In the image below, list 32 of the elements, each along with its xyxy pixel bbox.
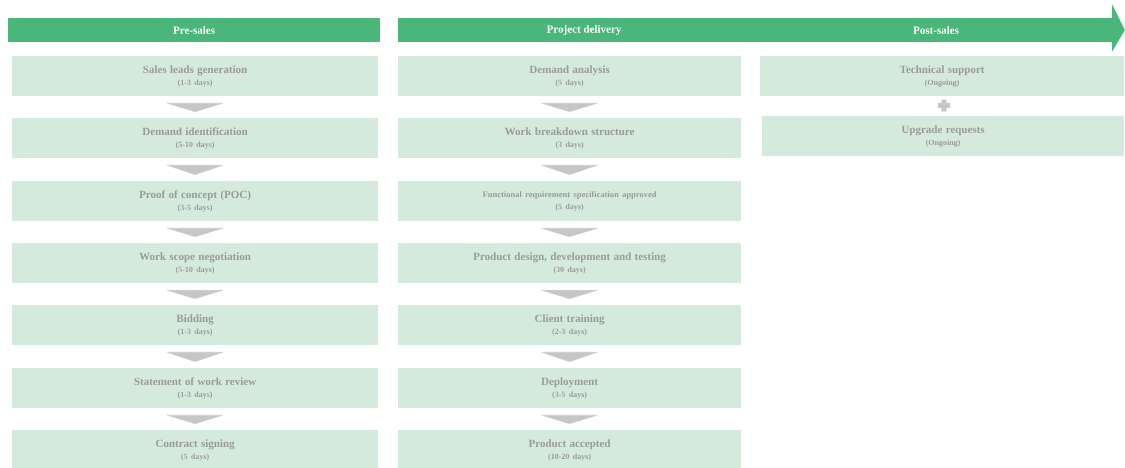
chevron-arrow bbox=[541, 228, 598, 237]
step-box: Upgrade requests (Ongoing) bbox=[762, 116, 1124, 156]
step-box: Deployment (3-5 days) bbox=[398, 368, 741, 408]
chevron-arrow bbox=[166, 228, 224, 237]
step-box: Product design, development and testing (30 days) bbox=[398, 243, 741, 283]
step-box: Functional requirement specification approved (5 days) bbox=[398, 181, 741, 221]
step-box: Work breakdown structure (3 days) bbox=[398, 118, 741, 158]
chevron-arrow bbox=[166, 290, 224, 299]
step-box: Technical support (Ongoing) bbox=[760, 56, 1124, 96]
phase-header: Post-sales bbox=[760, 4, 1125, 52]
chevron-arrow bbox=[166, 352, 224, 362]
chevron-arrow bbox=[541, 415, 598, 424]
chevron-arrow bbox=[166, 415, 224, 424]
step-box: Bidding (1-3 days) bbox=[12, 305, 378, 345]
step-box: Statement of work review (1-3 days) bbox=[12, 368, 378, 408]
step-box: Client training (2-3 days) bbox=[398, 305, 741, 345]
step-box: Product accepted (10-20 days) bbox=[398, 430, 741, 468]
step-box: Proof of concept (POC) (3-5 days) bbox=[12, 181, 378, 221]
step-box: Demand identification (5-10 days) bbox=[12, 118, 378, 158]
chevron-arrow bbox=[541, 103, 598, 112]
chevron-arrow bbox=[166, 103, 224, 112]
chevron-arrow bbox=[541, 165, 598, 175]
chevron-arrow bbox=[166, 165, 224, 175]
chevron-arrow bbox=[541, 352, 598, 362]
step-box: Demand analysis (5 days) bbox=[398, 56, 741, 96]
step-box: Contract signing (5 days) bbox=[12, 430, 378, 468]
chevron-arrow bbox=[541, 290, 598, 299]
step-box: Work scope negotiation (5-10 days) bbox=[12, 243, 378, 283]
step-box: Sales leads generation (1-3 days) bbox=[12, 56, 378, 96]
node-label: Project delivery bbox=[546, 25, 622, 35]
phase-header: Pre-sales bbox=[8, 18, 380, 42]
phase-header: Project delivery bbox=[398, 18, 770, 42]
